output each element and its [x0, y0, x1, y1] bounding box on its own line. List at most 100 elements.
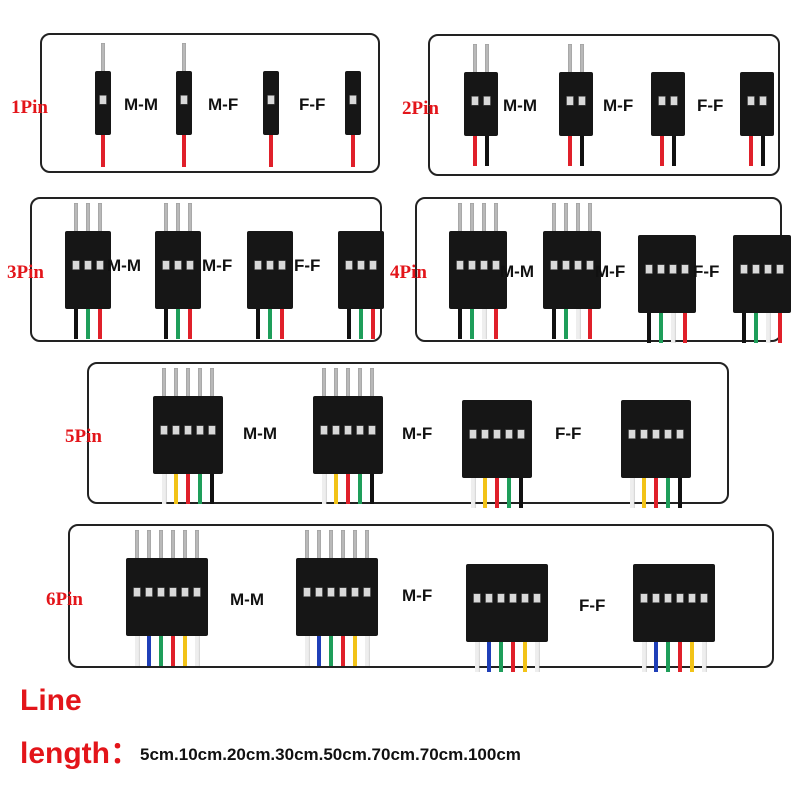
metal-pin [358, 367, 362, 401]
contact-window [471, 96, 479, 106]
connector-4pin-ff-2 [732, 235, 792, 348]
type-label-ff: F-F [579, 596, 606, 615]
female-connector-icon [462, 400, 532, 508]
metal-pin [334, 367, 338, 401]
type-label-mf: M-F [603, 96, 634, 115]
contact-window [628, 429, 636, 439]
contact-window [169, 587, 177, 597]
panel-1pin: 1Pin M-M M-F F-F [11, 33, 380, 173]
contact-window [278, 260, 286, 270]
contact-window [664, 593, 672, 603]
metal-pin [162, 367, 166, 401]
metal-pin [305, 529, 309, 563]
contact-window [550, 260, 558, 270]
panel-6pin: 6Pin M-M M-F F-F [46, 524, 774, 672]
contact-window [266, 260, 274, 270]
pin-label: 4Pin [390, 262, 427, 283]
contact-window [752, 264, 760, 274]
connector-5pin-mf [312, 367, 384, 509]
contact-window [485, 593, 493, 603]
metal-pin [552, 202, 556, 236]
contact-window [186, 260, 194, 270]
contact-window [315, 587, 323, 597]
connector-6pin-ff-2 [632, 564, 716, 677]
male-connector-icon [95, 42, 111, 167]
type-label-mm: M-M [230, 590, 264, 609]
contact-window [578, 96, 586, 106]
contact-window [509, 593, 517, 603]
contact-window [369, 260, 377, 270]
contact-window [566, 96, 574, 106]
connector-housing [65, 231, 111, 309]
metal-pin [86, 202, 90, 236]
contact-window [72, 260, 80, 270]
contact-window [157, 587, 165, 597]
metal-pin [174, 367, 178, 401]
contact-window [652, 593, 660, 603]
contact-window [480, 260, 488, 270]
metal-pin [329, 529, 333, 563]
connector-housing [740, 72, 774, 136]
contact-window [468, 260, 476, 270]
length-options: 5cm.10cm.20cm.30cm.50cm.70cm.70cm.100cm [140, 745, 521, 764]
metal-pin [98, 202, 102, 236]
male-connector-icon [464, 43, 498, 166]
contact-window [254, 260, 262, 270]
type-label-mm: M-M [500, 262, 534, 281]
type-label-mm: M-M [107, 256, 141, 275]
connector-5pin-ff-2 [620, 400, 692, 513]
connector-3pin-ff [246, 231, 294, 344]
type-label-mm: M-M [124, 95, 158, 114]
male-connector-icon [313, 367, 383, 504]
metal-pin [322, 367, 326, 401]
metal-pin [164, 202, 168, 236]
contact-window [574, 260, 582, 270]
connector-housing [543, 231, 601, 309]
connector-housing [462, 400, 532, 478]
contact-window [688, 593, 696, 603]
connector-housing [153, 396, 223, 474]
type-label-mf: M-F [208, 95, 239, 114]
contact-window [505, 429, 513, 439]
contact-window [84, 260, 92, 270]
connector-6pin-ff [465, 564, 549, 677]
connector-housing [126, 558, 208, 636]
type-label-mf: M-F [402, 586, 433, 605]
female-connector-icon [733, 235, 791, 343]
connector-1pin-mm [94, 42, 112, 172]
type-label-mf: M-F [402, 424, 433, 443]
connector-4pin-mf [542, 202, 602, 344]
connector-housing [651, 72, 685, 136]
connector-1pin-ff-2 [344, 71, 362, 172]
pin-label: 6Pin [46, 589, 83, 610]
female-connector-icon [263, 71, 279, 167]
male-connector-icon [176, 42, 192, 167]
contact-window [469, 429, 477, 439]
contact-window [349, 95, 357, 105]
metal-pin [147, 529, 151, 563]
male-connector-icon [449, 202, 507, 339]
metal-pin [182, 42, 186, 76]
connector-housing [466, 564, 548, 642]
contact-window [172, 425, 180, 435]
contact-window [640, 429, 648, 439]
connector-housing [247, 231, 293, 309]
metal-pin [183, 529, 187, 563]
contact-window [133, 587, 141, 597]
connector-housing [449, 231, 507, 309]
metal-pin [365, 529, 369, 563]
connector-housing [313, 396, 383, 474]
contact-window [676, 429, 684, 439]
contact-window [99, 95, 107, 105]
contact-window [481, 429, 489, 439]
contact-window [759, 96, 767, 106]
contact-window [533, 593, 541, 603]
type-label-mf: M-F [202, 256, 233, 275]
contact-window [145, 587, 153, 597]
metal-pin [210, 367, 214, 401]
contact-window [483, 96, 491, 106]
contact-window [645, 264, 653, 274]
panel-2pin: 2Pin M-M M-F F-F [402, 34, 780, 176]
contact-window [670, 96, 678, 106]
contact-window [184, 425, 192, 435]
